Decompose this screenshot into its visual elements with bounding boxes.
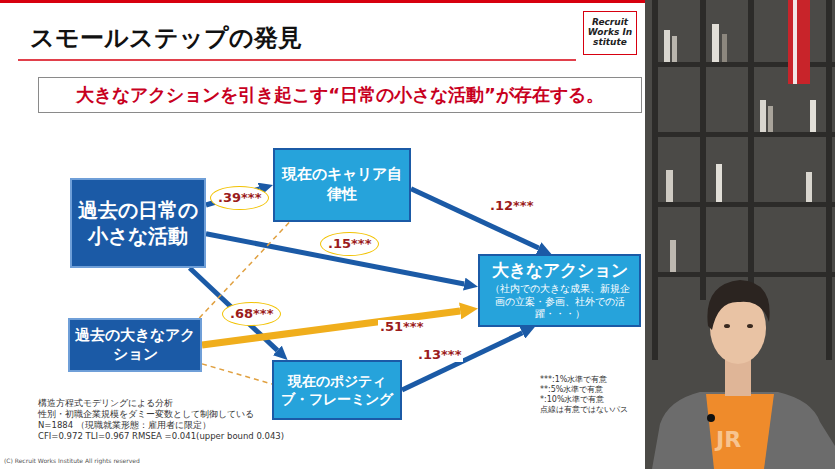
slide-title: スモールステップの発見 bbox=[30, 22, 302, 54]
path-coefficient: .12*** bbox=[488, 199, 535, 213]
path-coefficient: .51*** bbox=[378, 320, 425, 334]
node-label: 過去の大きなアクション bbox=[75, 326, 195, 364]
significance-note: 点線は有意ではないパス bbox=[540, 406, 628, 415]
significance-note: **:5%水準で有意 bbox=[540, 386, 603, 395]
slide-ground bbox=[0, 0, 645, 469]
node-label: 大きなアクション bbox=[492, 260, 628, 281]
node-label: 過去の日常の小さな活動 bbox=[78, 197, 198, 249]
red-poster bbox=[788, 0, 810, 84]
shirt-logo: JR bbox=[716, 428, 741, 452]
analysis-note: N=1884 （現職就業形態：雇用者に限定） bbox=[38, 421, 211, 430]
path-coefficient: .68*** bbox=[222, 302, 281, 326]
copyright-note: (C) Recruit Works Institute All rights r… bbox=[4, 458, 140, 465]
slide-top-bar bbox=[0, 0, 645, 3]
variable-box: 過去の日常の小さな活動 bbox=[70, 178, 206, 268]
title-rule bbox=[18, 59, 576, 61]
path-arrow bbox=[411, 189, 539, 248]
node-label: 現在のキャリア自律性 bbox=[281, 165, 403, 204]
logo-box: Recruit Works Institute bbox=[583, 11, 637, 55]
node-label: Recruit Works Institute bbox=[586, 18, 634, 48]
studio-wall bbox=[645, 0, 835, 469]
node-detail: （社内での大きな成果、新規企画の立案・参画、社外での活躍・・・） bbox=[486, 283, 633, 321]
analysis-note: 性別・初職企業規模をダミー変数として制御している bbox=[38, 410, 254, 419]
variable-box: 現在のポジティブ・フレーミング bbox=[272, 360, 402, 420]
presenter bbox=[652, 280, 835, 469]
significance-note: *:10%水準で有意 bbox=[540, 396, 604, 405]
path-coefficient: .39*** bbox=[210, 186, 269, 210]
red-poster-stripe bbox=[793, 0, 797, 84]
node-label: 大きなアクションを引き起こす“日常の小さな活動”が存在する。 bbox=[76, 84, 604, 106]
node-label: 現在のポジティブ・フレーミング bbox=[279, 372, 395, 408]
fit-index-note: CFI=0.972 TLI=0.967 RMSEA =0.041(upper b… bbox=[38, 432, 284, 441]
path-coefficient: .13*** bbox=[416, 348, 463, 362]
analysis-note: 構造方程式モデリングによる分析 bbox=[38, 399, 173, 408]
path-arrow bbox=[402, 333, 522, 390]
nonsignificant-path bbox=[202, 364, 272, 384]
headline-box: 大きなアクションを引き起こす“日常の小さな活動”が存在する。 bbox=[38, 77, 642, 113]
outcome-box: 大きなアクション（社内での大きな成果、新規企画の立案・参画、社外での活躍・・・） bbox=[478, 254, 641, 327]
variable-box: 現在のキャリア自律性 bbox=[273, 148, 411, 222]
path-coefficient: .15*** bbox=[320, 232, 379, 256]
variable-box: 過去の大きなアクション bbox=[68, 318, 202, 372]
significance-note: ***:1%水準で有意 bbox=[540, 376, 607, 385]
